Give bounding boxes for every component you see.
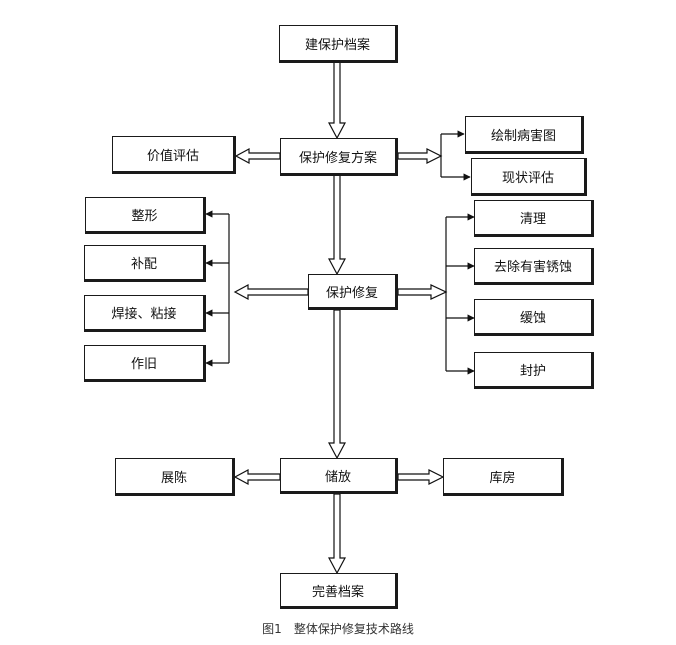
arrow-repair-to-storage — [328, 309, 346, 460]
arrow-repair-to-right — [397, 284, 448, 300]
node-status: 现状评估 — [471, 158, 587, 196]
node-repair: 保护修复 — [308, 274, 398, 310]
node-exhibit: 展陈 — [115, 458, 235, 496]
node-sealing: 封护 — [474, 352, 594, 389]
arrow-repair-to-left — [233, 283, 309, 301]
caption-number: 图1 — [262, 622, 282, 636]
arrow-plan-to-right — [397, 148, 443, 164]
node-supplement: 补配 — [84, 245, 206, 282]
arrow-plan-to-value — [234, 147, 281, 165]
arrow-storage-to-warehouse — [397, 469, 445, 485]
node-value: 价值评估 — [112, 136, 236, 174]
node-storage: 储放 — [280, 458, 398, 494]
node-cleaning: 清理 — [474, 200, 594, 237]
node-final: 完善档案 — [280, 573, 398, 609]
node-shaping: 整形 — [85, 197, 206, 234]
node-welding: 焊接、粘接 — [84, 295, 206, 332]
caption-title: 整体保护修复技术路线 — [293, 622, 414, 636]
node-warehouse: 库房 — [443, 458, 564, 496]
arrow-archive-to-plan — [328, 59, 346, 140]
node-aging: 作旧 — [84, 345, 206, 382]
arrow-storage-to-exhibit — [233, 468, 281, 486]
figure-caption: 图1 整体保护修复技术路线 — [0, 620, 676, 637]
node-corrosion: 缓蚀 — [474, 299, 594, 336]
arrow-storage-to-final — [328, 493, 346, 575]
node-plan: 保护修复方案 — [280, 138, 398, 176]
arrow-plan-to-repair — [328, 173, 346, 276]
node-archive: 建保护档案 — [279, 25, 398, 63]
node-rust: 去除有害锈蚀 — [474, 248, 594, 285]
node-drawing: 绘制病害图 — [465, 116, 584, 154]
